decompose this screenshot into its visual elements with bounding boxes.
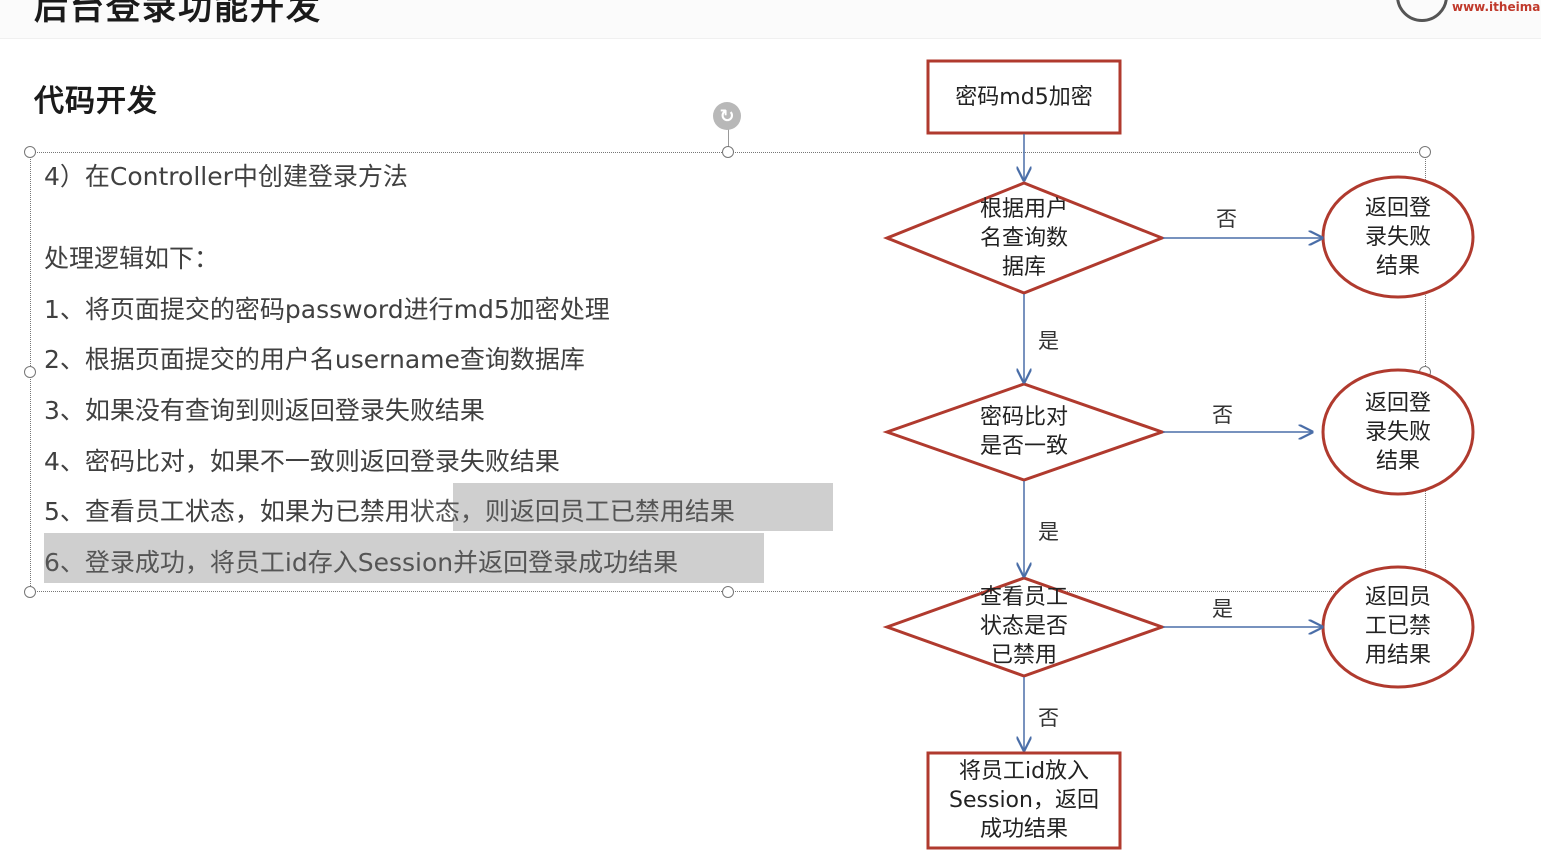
edge-label-no: 否 — [1212, 403, 1233, 427]
flow-node-success — [926, 751, 1122, 850]
text-selection-highlight — [453, 483, 833, 531]
edge-label-no: 否 — [1216, 207, 1237, 231]
flow-label-fail1: 返回登 录失败 结果 — [1364, 195, 1431, 279]
flow-label-disabled: 返回员 工已禁 用结果 — [1364, 584, 1431, 668]
edge-label-yes: 是 — [1038, 329, 1059, 353]
logic-item[interactable]: 1、将页面提交的密码password进行md5加密处理 — [44, 295, 610, 324]
page-title: 后台登录功能开发 — [34, 0, 322, 28]
logic-item[interactable]: 5、查看员工状态，如果为已禁用状态，则返回员工已禁用结果 — [44, 496, 735, 528]
flow-node-query — [882, 181, 1167, 295]
flow-label-query: 根据用户 名查询数 据库 — [979, 196, 1068, 280]
rotate-handle-icon[interactable]: ↻ — [713, 102, 741, 130]
flow-label-fail2: 返回登 录失败 结果 — [1364, 390, 1431, 474]
logic-item[interactable]: 3、如果没有查询到则返回登录失败结果 — [44, 396, 485, 425]
edge-label-yes: 是 — [1038, 520, 1059, 544]
rotate-connector — [728, 120, 729, 153]
flow-node-status — [882, 576, 1167, 678]
logic-intro[interactable]: 处理逻辑如下： — [44, 244, 220, 273]
edge-label-yes: 是 — [1212, 597, 1233, 621]
resize-handle-middle-left[interactable] — [24, 366, 36, 378]
logic-item-part: 5、查看员工状态，如果为已禁用 — [44, 497, 410, 526]
flow-node-fail2 — [1321, 368, 1475, 496]
resize-handle-top-center[interactable] — [722, 146, 734, 158]
flow-label-success: 将员工id放入 Session，返回 成功结果 — [949, 759, 1099, 842]
resize-handle-bottom-left[interactable] — [24, 586, 36, 598]
resize-handle-top-left[interactable] — [24, 146, 36, 158]
section-title: 代码开发 — [34, 84, 158, 119]
flow-label-status: 查看员工 状态是否 已禁用 — [979, 584, 1068, 668]
flow-label-md5: 密码md5加密 — [955, 84, 1093, 110]
flow-label-compare: 密码比对 是否一致 — [979, 405, 1068, 459]
logic-item[interactable]: 4、密码比对，如果不一致则返回登录失败结果 — [44, 447, 560, 476]
logic-item[interactable]: 2、根据页面提交的用户名username查询数据库 — [44, 345, 585, 374]
resize-handle-bottom-center[interactable] — [722, 586, 734, 598]
edge-label-no: 否 — [1038, 706, 1059, 730]
flow-node-compare — [882, 382, 1167, 482]
logic-item-selected-part: 状态，则返回员工已禁用结果 — [409, 497, 735, 526]
text-selection-highlight — [44, 533, 764, 583]
flow-node-md5 — [926, 59, 1122, 135]
header-band — [0, 0, 1541, 39]
step-heading[interactable]: 4）在Controller中创建登录方法 — [44, 162, 408, 191]
logic-item[interactable]: 6、登录成功，将员工id存入Session并返回登录成功结果 — [44, 548, 679, 577]
logo-text: www.itheima.c — [1452, 0, 1541, 14]
resize-handle-top-right[interactable] — [1419, 146, 1431, 158]
